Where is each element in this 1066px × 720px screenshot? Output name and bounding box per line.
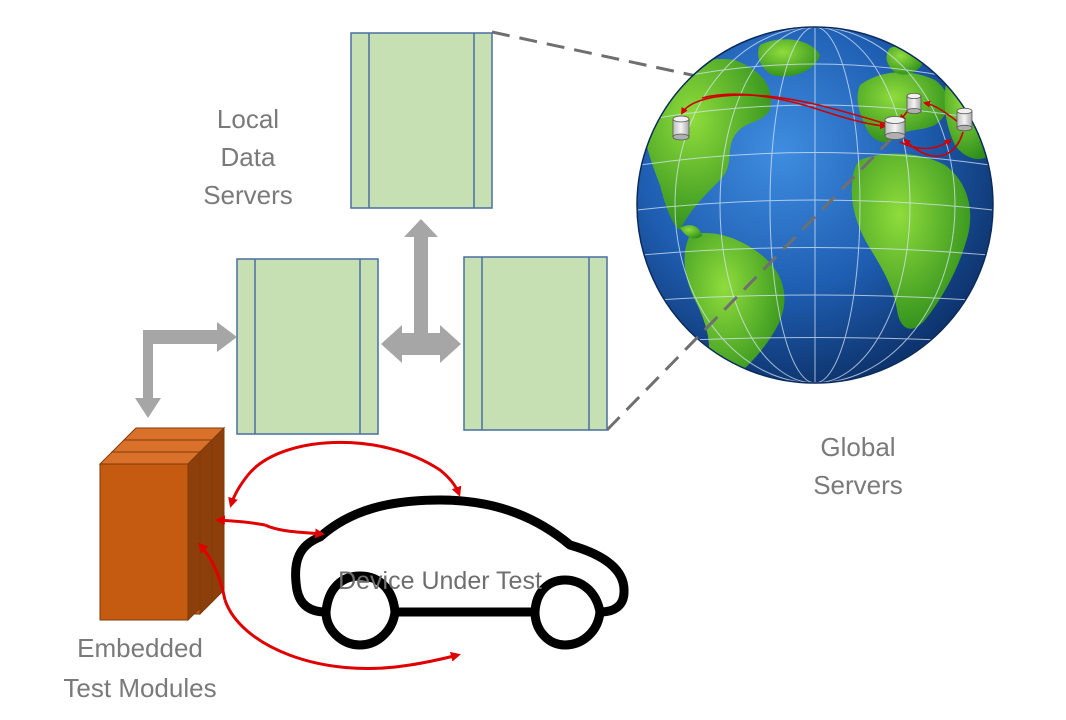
server-rack-top	[350, 32, 493, 209]
device-under-test-label: Device Under Test	[338, 567, 542, 595]
globe-icon	[636, 26, 994, 384]
gray-t-arrow	[381, 219, 461, 363]
database-icon	[672, 115, 690, 141]
database-icon	[884, 116, 906, 140]
label-line: Data	[220, 142, 276, 172]
server-rack-right	[463, 256, 608, 431]
test-module-front	[98, 450, 202, 622]
gray-elbow-arrow	[135, 322, 237, 418]
server-rack-left	[236, 258, 379, 435]
car-outline-icon	[291, 495, 629, 650]
label-line: Embedded	[77, 633, 203, 663]
database-icon	[956, 107, 973, 132]
label-line: Global	[820, 432, 896, 462]
label-line: Servers	[203, 180, 293, 210]
dashed-link-top	[491, 30, 716, 82]
database-icon	[906, 93, 922, 115]
local-data-servers-label: Local Data Servers	[178, 100, 318, 214]
global-servers-label: Global Servers	[788, 428, 928, 504]
label-line: Servers	[813, 470, 903, 500]
dashed-link-bottom	[605, 138, 892, 432]
embedded-test-modules	[98, 426, 226, 622]
label-line: Test Modules	[63, 673, 217, 703]
label-line: Local	[216, 104, 280, 134]
embedded-test-modules-label: Embedded Test Modules	[40, 628, 240, 708]
red-link-arrows	[197, 440, 462, 670]
